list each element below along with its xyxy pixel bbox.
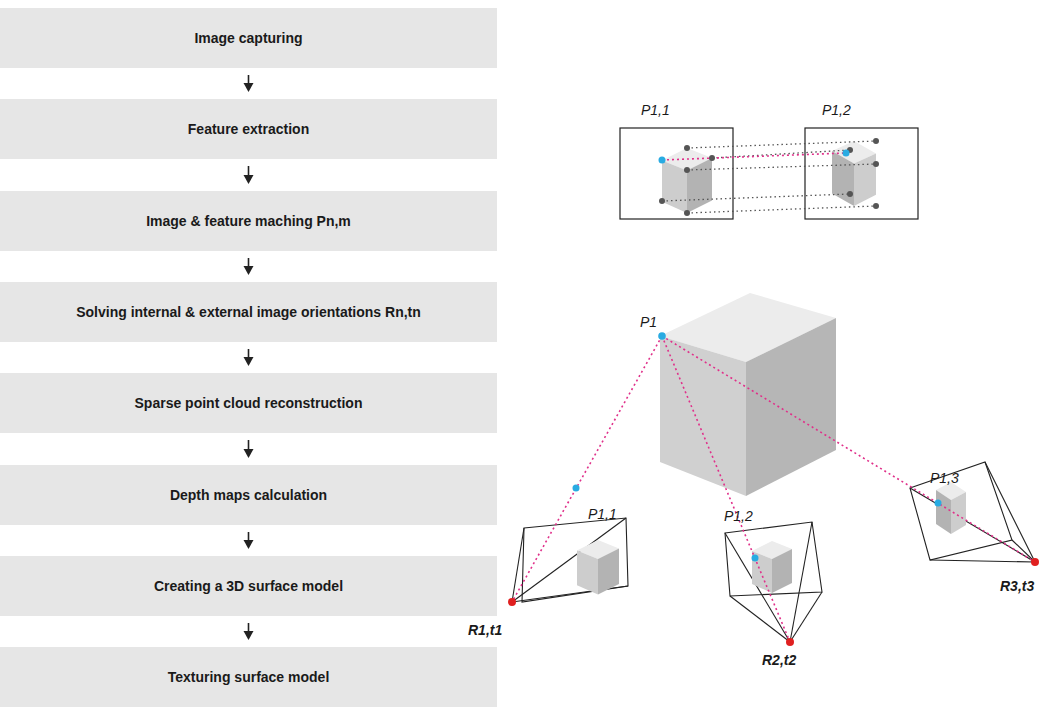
point-label: P1 bbox=[640, 314, 657, 330]
step-label: Texturing surface model bbox=[158, 669, 340, 685]
flow-arrow bbox=[244, 440, 254, 458]
process-box: Depth maps calculation bbox=[0, 465, 497, 525]
point-label: P1,1 bbox=[588, 506, 617, 522]
step-label: Image capturing bbox=[184, 30, 312, 46]
step-label: Depth maps calculation bbox=[160, 487, 337, 503]
step-label: Image & feature maching Pn,m bbox=[136, 213, 361, 229]
image-frame bbox=[620, 128, 733, 219]
flow-arrow bbox=[244, 166, 254, 184]
process-box: Creating a 3D surface model bbox=[0, 556, 497, 616]
process-box: Image & feature maching Pn,m bbox=[0, 191, 497, 251]
flow-arrow bbox=[244, 623, 254, 640]
flow-arrow bbox=[244, 349, 254, 366]
process-box: Image capturing bbox=[0, 8, 497, 68]
flow-arrow bbox=[244, 532, 254, 549]
image-frame bbox=[805, 128, 918, 219]
process-box: Texturing surface model bbox=[0, 647, 497, 707]
point-label: P1,2 bbox=[822, 102, 851, 118]
process-box: Solving internal & external image orient… bbox=[0, 282, 497, 342]
flow-arrow bbox=[244, 75, 254, 92]
step-label: Feature extraction bbox=[178, 121, 319, 137]
step-label: Sparse point cloud reconstruction bbox=[125, 395, 373, 411]
step-label: Creating a 3D surface model bbox=[144, 578, 353, 594]
point-label: P1,2 bbox=[724, 508, 753, 524]
point-label: R3,t3 bbox=[1000, 578, 1034, 594]
step-label: Solving internal & external image orient… bbox=[66, 304, 431, 320]
process-box: Feature extraction bbox=[0, 99, 497, 159]
camera-frustum bbox=[512, 462, 1035, 642]
point-label: R1,t1 bbox=[468, 622, 502, 638]
point-label: R2,t2 bbox=[762, 652, 796, 668]
point-label: P1,3 bbox=[930, 470, 959, 486]
process-box: Sparse point cloud reconstruction bbox=[0, 373, 497, 433]
point-label: P1,1 bbox=[641, 102, 670, 118]
flow-arrow bbox=[244, 258, 254, 275]
